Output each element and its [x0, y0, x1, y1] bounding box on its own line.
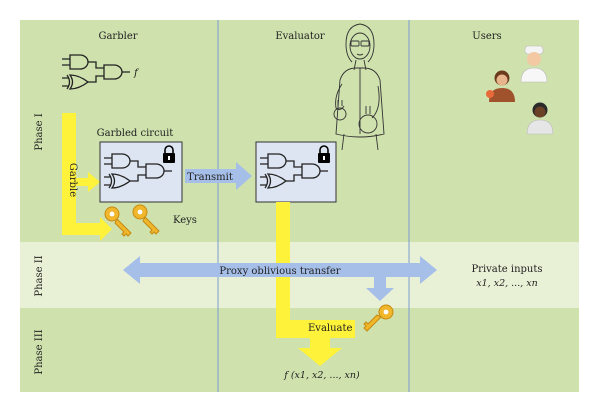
evaluator-circuit-box	[255, 141, 337, 203]
function-label: f	[133, 68, 140, 79]
private-inputs-label: Private inputs	[471, 264, 542, 275]
phase-3-label: Phase III	[34, 329, 45, 374]
column-heading-users: Users	[472, 31, 501, 42]
evaluate-arrow	[276, 202, 355, 366]
garble-label: Garble	[67, 163, 78, 197]
proxy-ot-arrow	[123, 256, 437, 284]
private-inputs-vars: x1, x2, ..., xn	[476, 278, 537, 289]
phase-1-band	[20, 20, 579, 242]
user-avatar-icon	[520, 45, 548, 83]
output-label: f (x1, x2, ..., xn)	[283, 370, 360, 381]
transmit-label: Transmit	[187, 172, 233, 183]
user-avatar-icon	[526, 102, 554, 135]
keys-label: Keys	[173, 215, 197, 226]
garbled-circuit-box	[99, 141, 183, 203]
garbled-circuit-label: Garbled circuit	[97, 128, 174, 139]
phase-1-label: Phase I	[34, 113, 45, 150]
transmit-arrow	[185, 162, 252, 190]
proxy-ot-label: Proxy oblivious transfer	[219, 266, 340, 277]
proxy-ot-down-arrow	[366, 277, 394, 301]
column-heading-garbler: Garbler	[98, 31, 137, 42]
phase-2-label: Phase II	[34, 255, 45, 296]
garble-arrow-branch	[76, 172, 100, 192]
scientist-icon	[333, 23, 385, 151]
evaluate-label: Evaluate	[308, 323, 353, 334]
garble-arrow	[62, 113, 112, 241]
user-avatar-icon	[486, 70, 515, 102]
column-heading-evaluator: Evaluator	[275, 31, 325, 42]
